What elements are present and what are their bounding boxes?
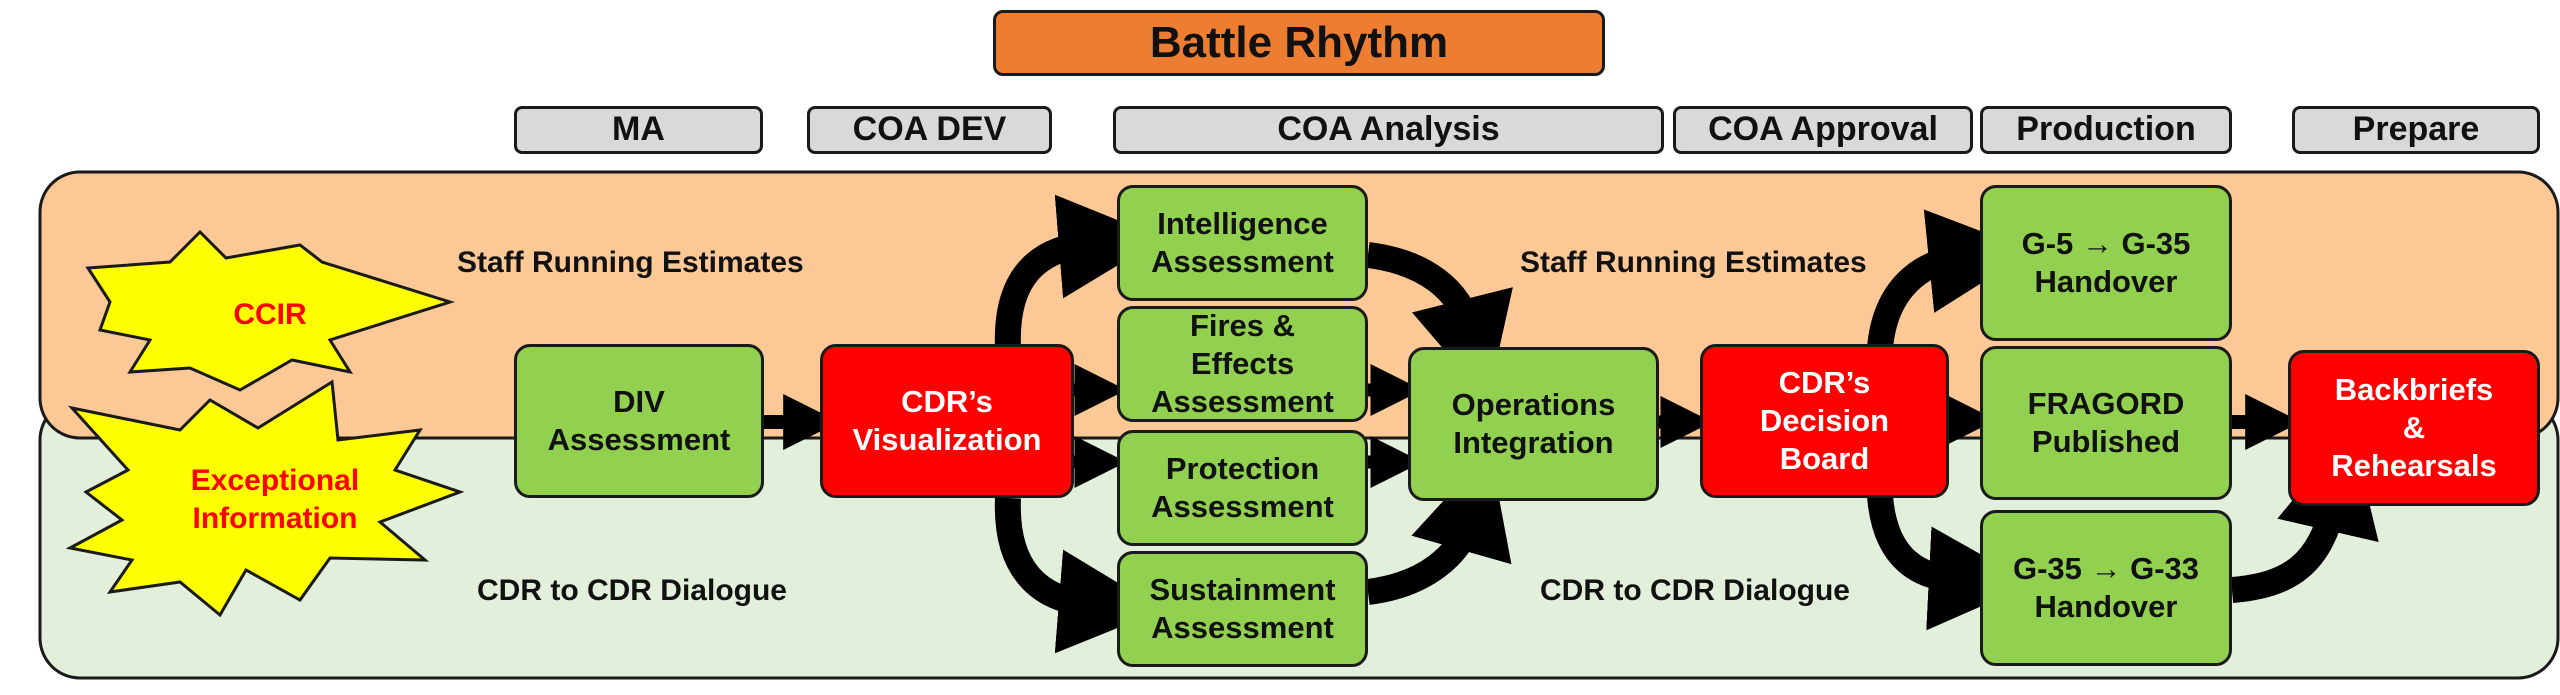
phase-production-label: Production	[2016, 110, 2196, 149]
staff-estimates-label-left: Staff Running Estimates	[457, 246, 804, 279]
decision-line-1: CDR’s	[1778, 365, 1871, 401]
phase-production: Production	[1980, 106, 2232, 154]
fires-effects-assessment-node: Fires & Effects Assessment	[1117, 306, 1368, 422]
exceptional-information-label: Exceptional Information	[160, 462, 390, 537]
cdr-dialogue-label-right: CDR to CDR Dialogue	[1540, 574, 1850, 607]
exceptional-line-2: Information	[192, 501, 358, 535]
cdr-visualization-node: CDR’s Visualization	[820, 344, 1074, 498]
g5-g35-handover-node: G-5 → G-35 Handover	[1980, 185, 2232, 341]
div-assessment-line-1: DIV	[613, 384, 665, 420]
cdr-visualization-line-2: Visualization	[852, 422, 1042, 457]
operations-line-2: Integration	[1453, 425, 1614, 460]
protection-line-2: Assessment	[1151, 489, 1334, 524]
fragord-published-node: FRAGORD Published	[1980, 346, 2232, 500]
g5-handover-line-2: Handover	[2034, 264, 2178, 299]
fragord-line-1: FRAGORD	[2027, 386, 2185, 422]
arrow-intelligence-to-operations	[1366, 242, 1513, 401]
ccir-burst	[85, 229, 455, 392]
arrow-visualization-to-sustainment	[994, 497, 1163, 654]
fires-line-2: Effects	[1190, 346, 1295, 382]
cdr-dialogue-label-left: CDR to CDR Dialogue	[477, 574, 787, 607]
phase-coa-approval-label: COA Approval	[1708, 110, 1938, 149]
operations-line-1: Operations	[1451, 387, 1616, 423]
phase-prepare-label: Prepare	[2352, 110, 2480, 149]
cdr-visualization-line-1: CDR’s	[901, 384, 993, 420]
intelligence-assessment-node: Intelligence Assessment	[1117, 185, 1368, 301]
sustainment-assessment-node: Sustainment Assessment	[1117, 551, 1368, 667]
ccir-line-1: CCIR	[233, 298, 307, 331]
page-title-text: Battle Rhythm	[1149, 18, 1449, 68]
div-assessment-node: DIV Assessment	[514, 344, 764, 498]
phase-ma-label: MA	[612, 110, 665, 149]
phase-coa-analysis: COA Analysis	[1113, 106, 1664, 154]
backbriefs-line-1: Backbriefs	[2334, 372, 2494, 408]
page-title: Battle Rhythm	[993, 10, 1605, 76]
g35-g33-handover-node: G-35 → G-33 Handover	[1980, 510, 2232, 666]
intelligence-line-1: Intelligence	[1157, 206, 1328, 242]
g35-handover-line-2: Handover	[2034, 589, 2178, 624]
decision-board-node: CDR’s Decision Board	[1700, 344, 1949, 498]
fires-line-1: Fires &	[1189, 308, 1296, 344]
sustainment-line-2: Assessment	[1151, 610, 1334, 645]
staff-estimates-label-right: Staff Running Estimates	[1520, 246, 1867, 279]
g35-handover-line-1: G-35 → G-33	[2012, 551, 2200, 587]
backbriefs-line-3: Rehearsals	[2331, 447, 2497, 483]
decision-line-3: Board	[1779, 440, 1870, 476]
exceptional-line-1: Exceptional	[190, 464, 360, 497]
sustainment-line-1: Sustainment	[1149, 572, 1336, 608]
arrow-decision-to-g5	[1867, 209, 2033, 350]
phase-coa-dev-label: COA DEV	[852, 110, 1007, 149]
arrow-sustainment-to-operations	[1366, 450, 1512, 605]
arrow-g35-to-backbriefs	[2230, 429, 2379, 603]
protection-line-1: Protection	[1165, 451, 1320, 487]
phase-coa-dev: COA DEV	[807, 106, 1052, 154]
exceptional-information-burst	[65, 379, 465, 618]
arrow-visualization-to-intelligence	[994, 194, 1163, 349]
ccir-label: CCIR	[220, 296, 320, 334]
arrow-decision-to-g35	[1867, 494, 2033, 631]
fires-line-3: Assessment	[1151, 383, 1334, 419]
decision-line-2: Decision	[1759, 403, 1890, 439]
phase-ma: MA	[514, 106, 763, 154]
fragord-line-2: Published	[2031, 424, 2181, 459]
protection-assessment-node: Protection Assessment	[1117, 430, 1368, 546]
backbriefs-rehearsals-node: Backbriefs & Rehearsals	[2288, 350, 2540, 506]
div-assessment-line-2: Assessment	[547, 422, 731, 457]
phase-coa-approval: COA Approval	[1673, 106, 1973, 154]
g5-handover-line-1: G-5 → G-35	[2021, 226, 2191, 262]
intelligence-line-2: Assessment	[1151, 244, 1334, 279]
phase-coa-analysis-label: COA Analysis	[1277, 110, 1500, 149]
operations-integration-node: Operations Integration	[1408, 347, 1659, 501]
phase-prepare: Prepare	[2292, 106, 2540, 154]
backbriefs-line-2: &	[2402, 410, 2426, 446]
